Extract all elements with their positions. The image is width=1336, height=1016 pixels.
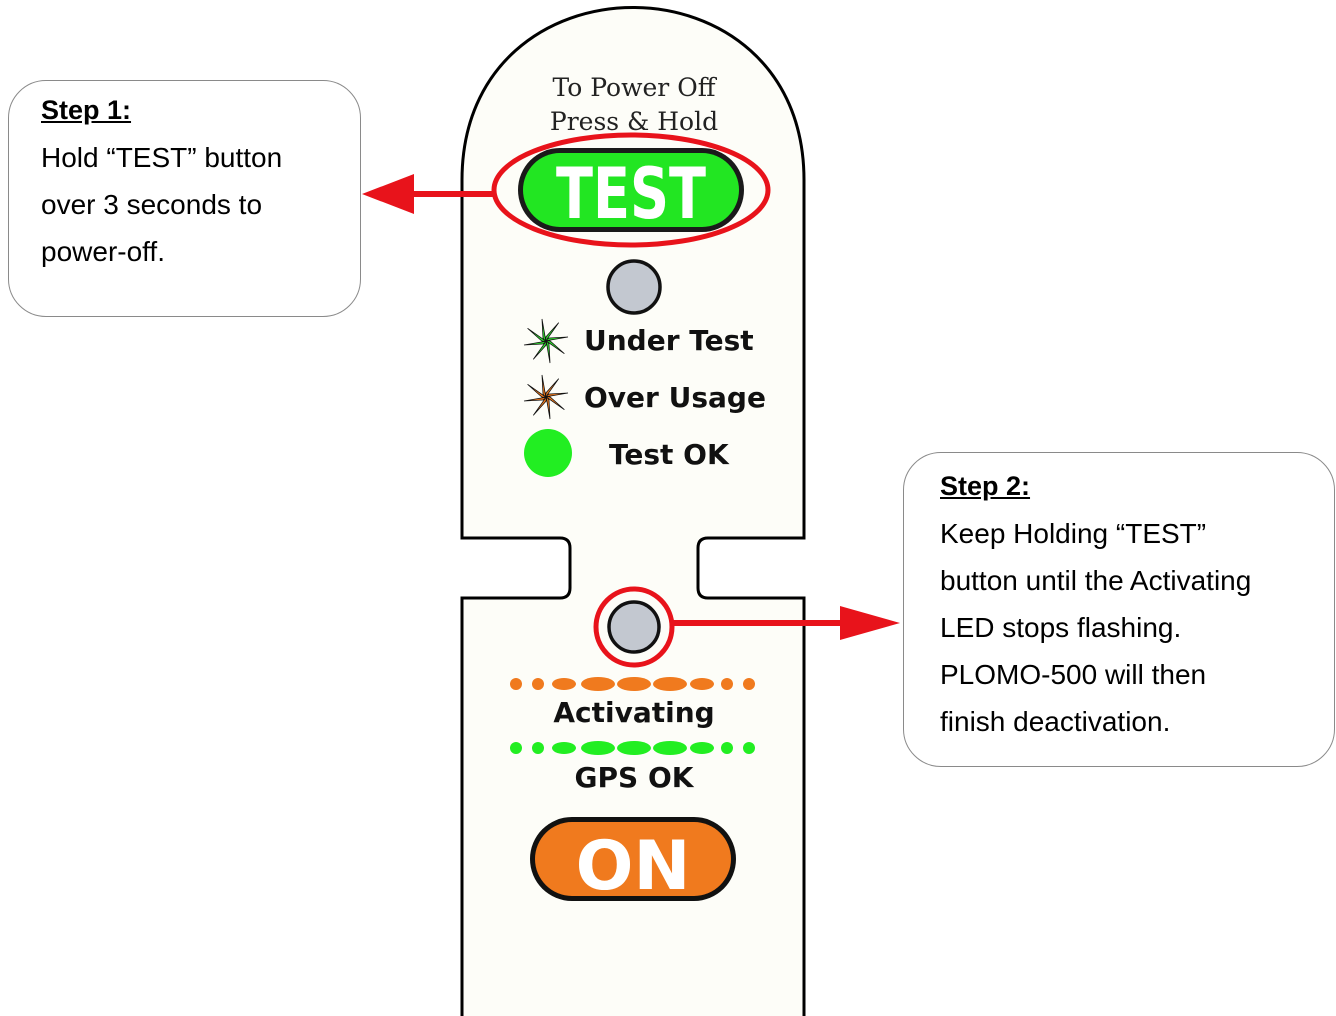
- step1-line: Hold “TEST” button: [41, 142, 283, 173]
- legend-under-test-label: Under Test: [584, 324, 754, 357]
- on-button-label: ON: [576, 827, 691, 906]
- step2-line: finish deactivation.: [940, 706, 1171, 737]
- orange-flash-icon: [523, 374, 569, 420]
- legend-test-ok-label: Test OK: [609, 438, 730, 471]
- test-highlight-ring: [491, 132, 771, 248]
- step1-line: power-off.: [41, 236, 165, 267]
- activating-dots: [510, 677, 755, 691]
- device-panel: [460, 6, 806, 1016]
- step1-line: over 3 seconds to: [41, 189, 263, 220]
- status-led: [606, 259, 662, 315]
- activating-label: Activating: [553, 696, 714, 729]
- step1-callout: Step 1: Hold “TEST” button over 3 second…: [8, 80, 361, 317]
- step2-line: PLOMO-500 will then: [940, 659, 1207, 690]
- activating-led: [607, 600, 661, 654]
- test-button[interactable]: TEST: [518, 148, 744, 235]
- step1-arrow: [362, 174, 494, 214]
- green-dot-icon: [524, 429, 572, 477]
- legend-over-usage-label: Over Usage: [584, 381, 766, 414]
- step2-title: Step 2:: [940, 471, 1031, 501]
- green-flash-icon: [523, 318, 569, 364]
- on-button[interactable]: ON: [530, 817, 736, 906]
- test-button-label: TEST: [556, 153, 706, 235]
- power-off-line1: To Power Off: [553, 73, 718, 102]
- gps-ok-label: GPS OK: [575, 761, 695, 794]
- step2-line: LED stops flashing.: [940, 612, 1182, 643]
- gps-ok-dots: [510, 741, 755, 755]
- step2-callout: Step 2: Keep Holding “TEST” button until…: [903, 452, 1335, 767]
- step2-line: button until the Activating: [940, 565, 1252, 596]
- step1-title: Step 1:: [41, 95, 132, 125]
- step2-arrow: [672, 606, 900, 640]
- power-off-line2: Press & Hold: [550, 107, 718, 136]
- activating-led-highlight-ring: [593, 586, 675, 668]
- step2-line: Keep Holding “TEST”: [940, 518, 1207, 549]
